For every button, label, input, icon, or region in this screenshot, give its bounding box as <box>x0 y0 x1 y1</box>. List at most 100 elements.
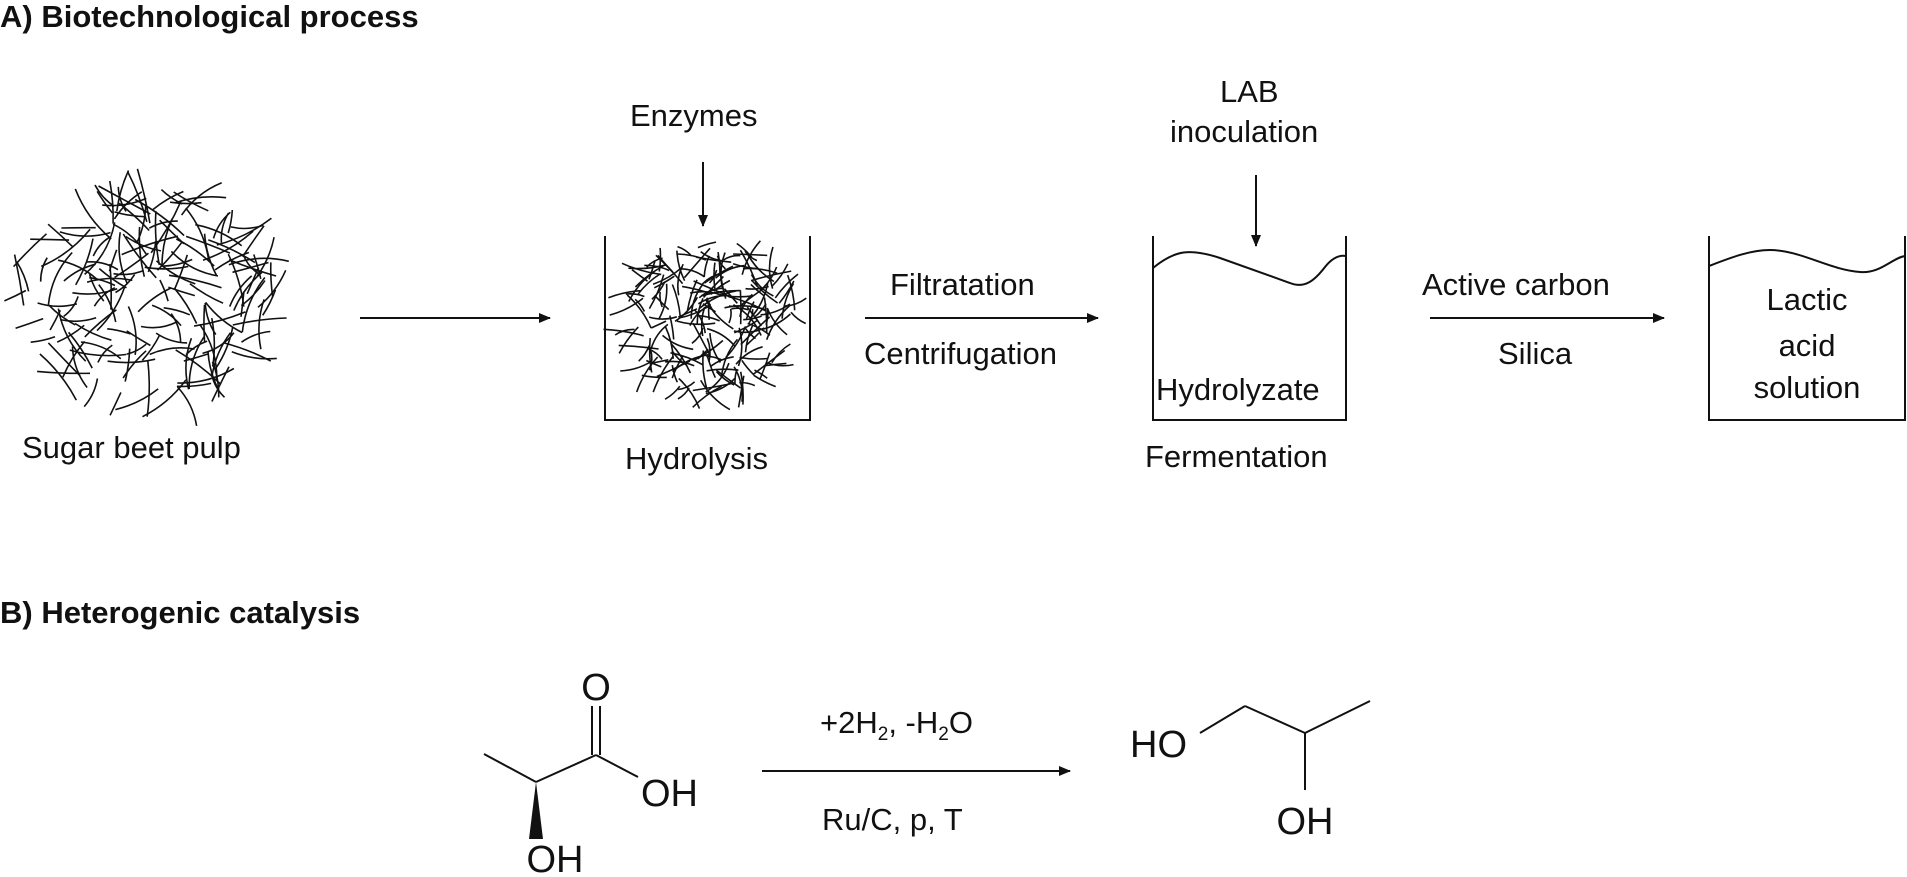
product-label-line3: solution <box>1754 370 1861 405</box>
fiber-stroke <box>118 202 150 232</box>
fiber-stroke <box>614 328 635 336</box>
fiber-stroke <box>208 239 256 264</box>
fiber-stroke <box>676 250 686 282</box>
fiber-stroke <box>13 254 25 306</box>
section-a-title: A) Biotechnological process <box>0 0 419 34</box>
fiber-stroke <box>185 340 208 356</box>
fiber-stroke <box>136 168 151 224</box>
fiber-stroke <box>109 392 122 416</box>
centrifugation-label: Centrifugation <box>864 336 1057 371</box>
fiber-stroke <box>228 257 289 266</box>
fiber-stroke <box>635 356 659 393</box>
fiber-stroke <box>117 186 127 212</box>
fiber-stroke <box>625 293 645 298</box>
fiber-stroke <box>124 348 131 382</box>
lactic-wedge-bond <box>529 782 543 839</box>
fiber-stroke <box>670 352 704 366</box>
fiber-stroke <box>96 190 114 214</box>
fiber-stroke <box>697 314 720 322</box>
fiber-stroke <box>698 290 737 310</box>
fiber-stroke <box>650 323 669 349</box>
fiber-stroke <box>203 304 206 343</box>
fiber-stroke <box>214 251 250 271</box>
fiber-stroke <box>15 261 30 292</box>
fiber-stroke <box>693 309 706 334</box>
fiber-stroke <box>63 296 79 318</box>
fiber-stroke <box>681 285 713 295</box>
fiber-stroke <box>710 356 734 367</box>
fiber-stroke <box>697 241 717 249</box>
fiber-stroke <box>609 297 644 316</box>
fiber-stroke <box>626 294 652 329</box>
lactic-bond-carboxyl <box>535 754 597 783</box>
fiber-stroke <box>185 337 193 390</box>
fiber-stroke <box>75 238 94 286</box>
fiber-stroke <box>71 346 88 388</box>
fiber-stroke <box>737 375 745 408</box>
fiber-stroke <box>708 269 718 284</box>
fiber-stroke <box>656 360 691 378</box>
fiber-stroke <box>163 307 191 316</box>
fermentation-beaker <box>1152 236 1347 421</box>
fiber-stroke <box>774 273 799 299</box>
fiber-stroke <box>743 315 762 321</box>
fiber-stroke <box>115 388 159 411</box>
fiber-stroke <box>63 263 96 282</box>
fiber-stroke <box>733 327 765 334</box>
fiber-stroke <box>742 267 778 274</box>
fiber-stroke <box>652 355 674 393</box>
fiber-stroke <box>706 355 722 361</box>
fiber-stroke <box>49 309 62 331</box>
product-liquid-surface <box>1708 248 1906 274</box>
fiber-stroke <box>30 335 56 343</box>
fiber-stroke <box>608 289 642 299</box>
fiber-stroke <box>114 211 146 218</box>
fiber-stroke <box>48 304 76 326</box>
fiber-stroke <box>716 255 726 270</box>
fiber-stroke <box>664 326 674 359</box>
fiber-stroke <box>39 353 78 401</box>
fiber-stroke <box>185 207 210 261</box>
fiber-stroke <box>98 185 151 215</box>
lactic-acid-structure: O OH OH <box>483 667 698 877</box>
fiber-stroke <box>693 339 724 362</box>
fiber-stroke <box>765 304 791 340</box>
fiber-stroke <box>83 378 99 408</box>
fiber-stroke <box>220 212 230 243</box>
fiber-stroke <box>59 317 97 323</box>
fiber-stroke <box>155 260 196 285</box>
product-label-line2: acid <box>1779 328 1836 363</box>
fiber-stroke <box>665 360 695 367</box>
sugar-beet-pulp-label: Sugar beet pulp <box>22 430 241 465</box>
fiber-stroke <box>74 188 112 240</box>
fiber-stroke <box>659 291 663 308</box>
fiber-stroke <box>115 273 136 294</box>
fiber-stroke <box>176 386 198 427</box>
hydrolysis-fibers-illustration <box>603 240 807 411</box>
fiber-stroke <box>648 337 653 373</box>
fiber-stroke <box>671 284 682 318</box>
fiber-stroke <box>677 308 698 318</box>
fiber-stroke <box>72 287 118 295</box>
fiber-stroke <box>641 374 667 379</box>
fiber-stroke <box>62 340 86 378</box>
fiber-stroke <box>677 387 690 400</box>
product-beaker <box>1708 236 1906 421</box>
fiber-stroke <box>112 223 148 255</box>
fiber-stroke <box>127 306 137 356</box>
fiber-stroke <box>173 254 189 290</box>
fiber-stroke <box>86 261 119 271</box>
fiber-stroke <box>644 264 670 272</box>
fiber-stroke <box>751 280 779 304</box>
fiber-stroke <box>700 379 731 411</box>
propanediol-structure: HO OH <box>1130 700 1371 843</box>
fiber-stroke <box>116 170 130 212</box>
fiber-stroke <box>126 343 147 355</box>
fiber-stroke <box>159 279 169 302</box>
fiber-stroke <box>137 287 172 313</box>
fiber-stroke <box>739 371 744 405</box>
fiber-stroke <box>664 385 681 400</box>
fiber-stroke <box>114 252 149 279</box>
fiber-stroke <box>47 251 73 305</box>
fiber-stroke <box>717 251 721 273</box>
